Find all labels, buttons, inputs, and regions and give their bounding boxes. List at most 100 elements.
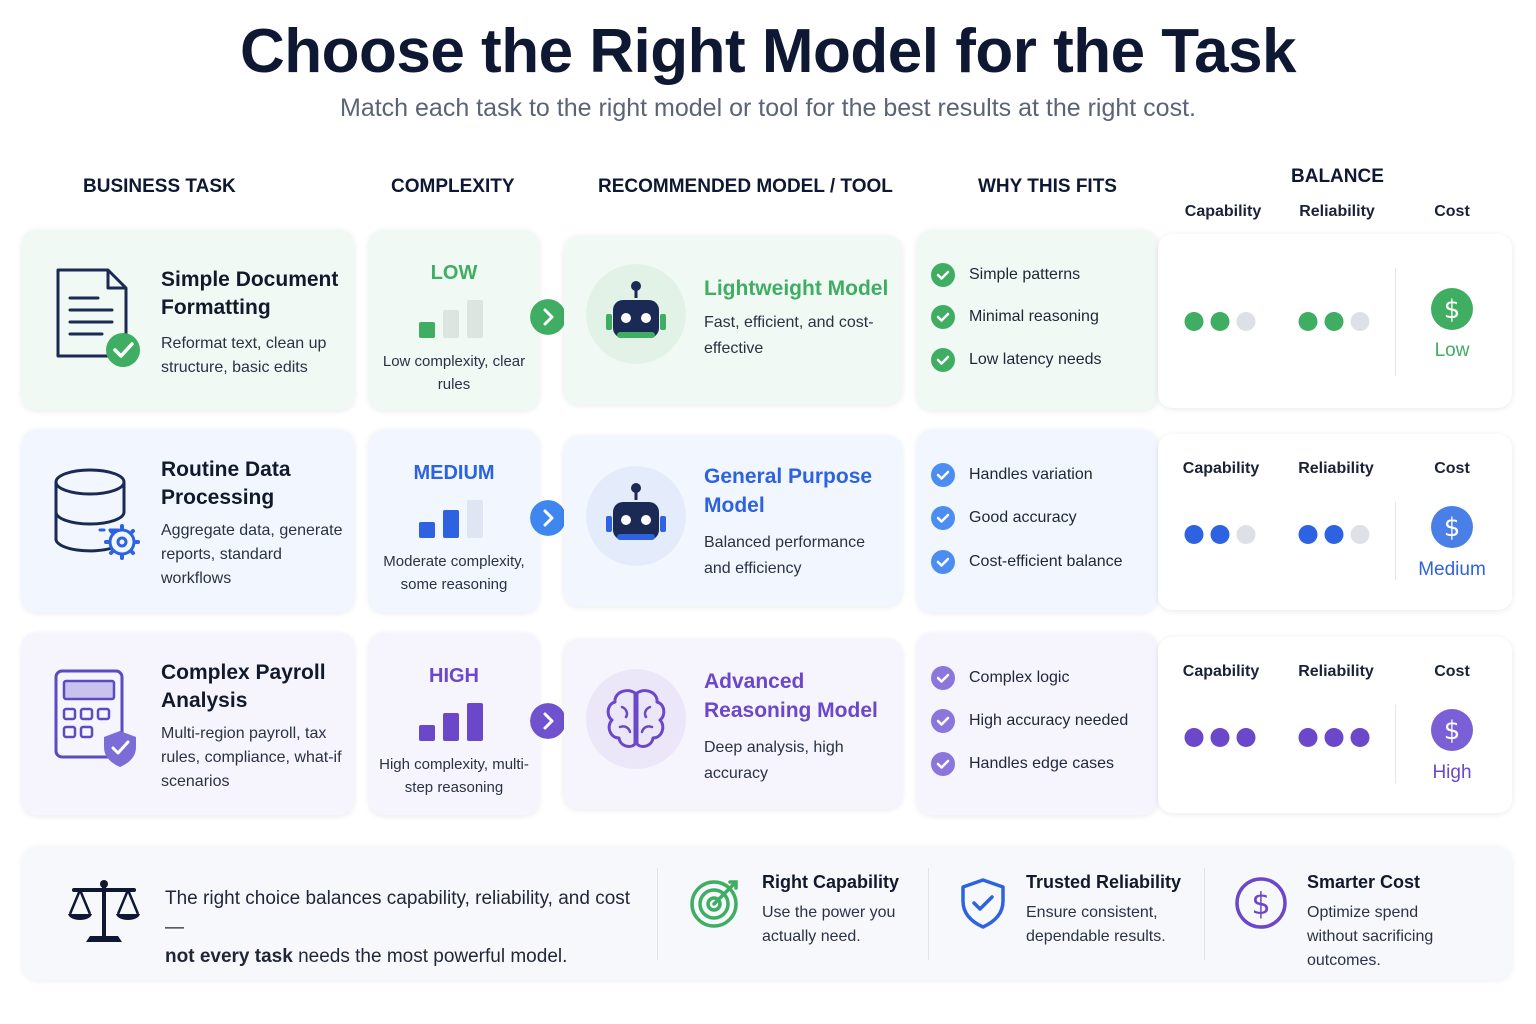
model-description: Balanced performance and efficiency	[704, 534, 865, 577]
balance-card: Capability Reliability Cost $ Medium	[1158, 434, 1512, 610]
footer-message: The right choice balances capability, re…	[165, 884, 645, 971]
complexity-description: Moderate complexity, some reasoning	[383, 553, 525, 593]
check-circle-icon	[931, 463, 955, 487]
database-gear-icon	[54, 468, 140, 560]
rating-dot-filled	[1298, 525, 1318, 544]
footer-item-title: Right Capability	[762, 872, 900, 892]
why-item-label: Handles variation	[969, 466, 1093, 483]
rating-dot-filled	[1210, 525, 1230, 544]
rating-dot-filled	[1350, 728, 1370, 747]
footer-summary: The right choice balances capability, re…	[22, 846, 1512, 980]
reliability-label: Reliability	[1298, 663, 1374, 680]
complexity-description: Low complexity, clear rules	[382, 353, 526, 393]
column-header-complexity: COMPLEXITY	[391, 176, 515, 197]
column-header-balance: BALANCE	[1291, 166, 1384, 187]
rating-dot-filled	[1184, 525, 1204, 544]
column-header-recommended: RECOMMENDED MODEL / TOOL	[598, 176, 893, 197]
balance-card: Capability Reliability Cost $ High	[1158, 637, 1512, 813]
why-item-label: High accuracy needed	[969, 712, 1129, 729]
check-circle-icon	[931, 709, 955, 733]
why-item: Complex logic	[931, 665, 1069, 691]
task-title: Routine Data Processing	[161, 458, 291, 509]
balance-scale-icon	[68, 880, 140, 942]
balance-divider	[1395, 268, 1396, 376]
model-description: Fast, efficient, and cost-effective	[704, 314, 874, 357]
footer-item-title: Smarter Cost	[1307, 872, 1421, 892]
why-item-label: Minimal reasoning	[969, 308, 1099, 325]
why-item-label: Handles edge cases	[969, 755, 1114, 772]
svg-text:$: $	[1251, 887, 1270, 922]
robot-icon	[586, 264, 686, 364]
check-circle-icon	[931, 666, 955, 690]
reliability-rating	[1298, 728, 1370, 747]
complexity-description: High complexity, multi-step reasoning	[379, 756, 529, 796]
column-header-business-task: BUSINESS TASK	[83, 176, 236, 197]
calculator-shield-icon	[54, 669, 136, 767]
page-title: Choose the Right Model for the Task	[239, 17, 1297, 86]
rating-dot-empty	[1350, 312, 1370, 331]
why-fits-card: Handles variation Good accuracy Cost-eff…	[917, 430, 1157, 612]
footer-divider	[928, 868, 929, 960]
footer-divider	[1204, 868, 1205, 960]
rating-dot-filled	[1210, 312, 1230, 331]
balance-card: $ Low	[1158, 234, 1512, 408]
rating-dot-empty	[1236, 525, 1256, 544]
footer-divider	[657, 868, 658, 960]
capability-rating	[1184, 312, 1256, 331]
task-description: Multi-region payroll, tax rules, complia…	[161, 725, 342, 790]
rating-dot-filled	[1298, 312, 1318, 331]
footer-item-description: Ensure consistent, dependable results.	[1026, 904, 1166, 945]
task-title: Simple Document Formatting	[161, 268, 339, 319]
dollar-icon: $	[1431, 288, 1473, 330]
complexity-bars-icon	[419, 300, 483, 338]
check-circle-icon	[931, 305, 955, 329]
page-subtitle: Match each task to the right model or to…	[340, 94, 1196, 122]
rating-dot-filled	[1236, 728, 1256, 747]
complexity-level: HIGH	[429, 665, 479, 687]
balance-divider	[1395, 705, 1396, 783]
task-row-document-formatting: Simple Document Formatting Reformat text…	[0, 230, 1536, 412]
model-card: Advanced Reasoning Model Deep analysis, …	[564, 639, 902, 809]
rating-dot-filled	[1324, 525, 1344, 544]
reliability-rating	[1298, 525, 1370, 544]
cost-header-label: Cost	[1434, 460, 1470, 477]
footer-item-description: Optimize spend without sacrificing outco…	[1307, 904, 1434, 969]
cost-label: Medium	[1418, 559, 1486, 580]
model-name: General Purpose Model	[704, 465, 873, 517]
why-item-label: Good accuracy	[969, 509, 1077, 526]
chevron-right-icon	[530, 500, 566, 536]
business-task-card: Simple Document Formatting Reformat text…	[22, 230, 354, 410]
model-description: Deep analysis, high accuracy	[704, 739, 844, 782]
rating-dot-empty	[1350, 525, 1370, 544]
shield-check-icon	[961, 878, 1005, 929]
footer-item-description: Use the power you actually need.	[762, 904, 896, 945]
complexity-card: MEDIUM Moderate complexity, some reasoni…	[369, 430, 539, 612]
check-circle-icon	[931, 550, 955, 574]
why-item: High accuracy needed	[931, 708, 1128, 734]
capability-rating	[1184, 728, 1256, 747]
footer-text-bold: not every task	[165, 946, 293, 967]
why-item-label: Cost-efficient balance	[969, 553, 1123, 570]
why-fits-card: Simple patterns Minimal reasoning Low la…	[917, 230, 1157, 410]
capability-label: Capability	[1182, 663, 1260, 680]
check-circle-icon	[931, 263, 955, 287]
complexity-card: HIGH High complexity, multi-step reasoni…	[369, 633, 539, 815]
svg-text:$: $	[1444, 716, 1461, 746]
dollar-circle-icon: $	[1235, 877, 1287, 929]
model-name: Lightweight Model	[704, 277, 889, 300]
chevron-right-icon	[530, 703, 566, 739]
rating-dot-filled	[1184, 728, 1204, 747]
complexity-level: LOW	[430, 262, 478, 284]
task-description: Reformat text, clean up structure, basic…	[161, 335, 327, 376]
model-name: Advanced Reasoning Model	[704, 670, 878, 722]
cost-header-label: Cost	[1434, 663, 1470, 680]
target-icon	[690, 880, 738, 928]
task-row-data-processing: Routine Data Processing Aggregate data, …	[0, 430, 1536, 614]
model-card: General Purpose Model Balanced performan…	[564, 436, 902, 606]
brain-icon	[586, 669, 686, 769]
svg-text:$: $	[1444, 295, 1461, 325]
cost-label: Low	[1434, 340, 1470, 361]
cost-label: High	[1432, 762, 1472, 783]
complexity-card: LOW Low complexity, clear rules	[369, 230, 539, 410]
business-task-card: Complex Payroll Analysis Multi-region pa…	[22, 633, 354, 815]
